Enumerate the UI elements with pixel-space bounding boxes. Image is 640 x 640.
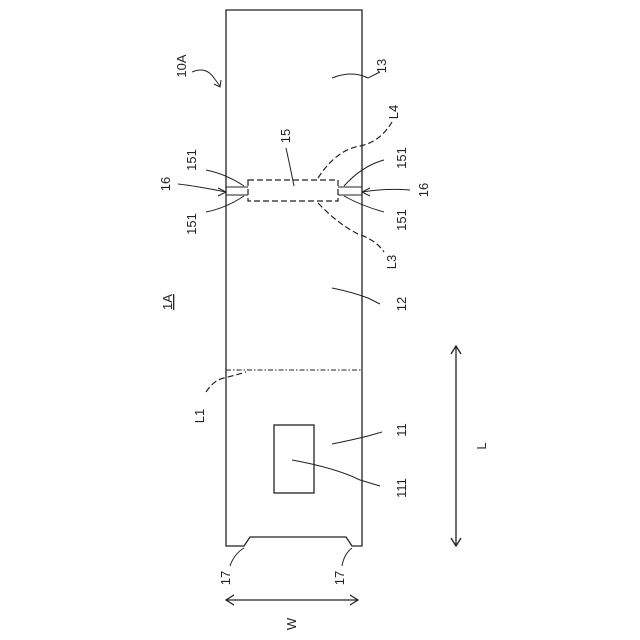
label-l: L bbox=[474, 442, 489, 449]
leader-17-right bbox=[342, 548, 352, 566]
leader-151-top-right bbox=[344, 160, 384, 186]
label-10a: 10A bbox=[174, 54, 189, 77]
label-l1: L1 bbox=[192, 409, 207, 423]
label-13: 13 bbox=[374, 59, 389, 73]
leader-10a-arrow bbox=[214, 80, 221, 87]
label-1a: 1A bbox=[160, 294, 175, 310]
window-111 bbox=[274, 425, 314, 493]
label-16-right: 16 bbox=[416, 183, 431, 197]
label-151-top-right: 151 bbox=[394, 147, 409, 169]
leader-12 bbox=[332, 288, 380, 304]
leader-l3 bbox=[318, 203, 384, 252]
label-151-top-left: 151 bbox=[184, 149, 199, 171]
label-17-right: 17 bbox=[332, 571, 347, 585]
label-12: 12 bbox=[394, 297, 409, 311]
label-111: 111 bbox=[394, 478, 409, 498]
label-16-left: 16 bbox=[158, 177, 173, 191]
leader-16-right bbox=[362, 189, 410, 192]
leader-111 bbox=[292, 460, 380, 486]
label-151-bottom-right: 151 bbox=[394, 209, 409, 231]
leader-11 bbox=[332, 432, 382, 444]
label-15: 15 bbox=[278, 129, 293, 143]
leader-l4 bbox=[318, 122, 392, 178]
leader-10a bbox=[192, 70, 220, 86]
label-l4: L4 bbox=[386, 105, 401, 119]
leader-17-left bbox=[230, 548, 244, 566]
leader-151-top-left bbox=[206, 170, 244, 186]
label-w: W bbox=[284, 617, 299, 630]
label-11: 11 bbox=[394, 423, 409, 437]
leader-13 bbox=[332, 72, 380, 78]
label-l3: L3 bbox=[384, 255, 399, 269]
label-17-left: 17 bbox=[218, 571, 233, 585]
label-151-bottom-left: 151 bbox=[184, 213, 199, 235]
leader-151-bottom-right bbox=[344, 196, 384, 212]
strip-outline bbox=[226, 10, 362, 546]
leader-151-bottom-left bbox=[206, 196, 244, 212]
